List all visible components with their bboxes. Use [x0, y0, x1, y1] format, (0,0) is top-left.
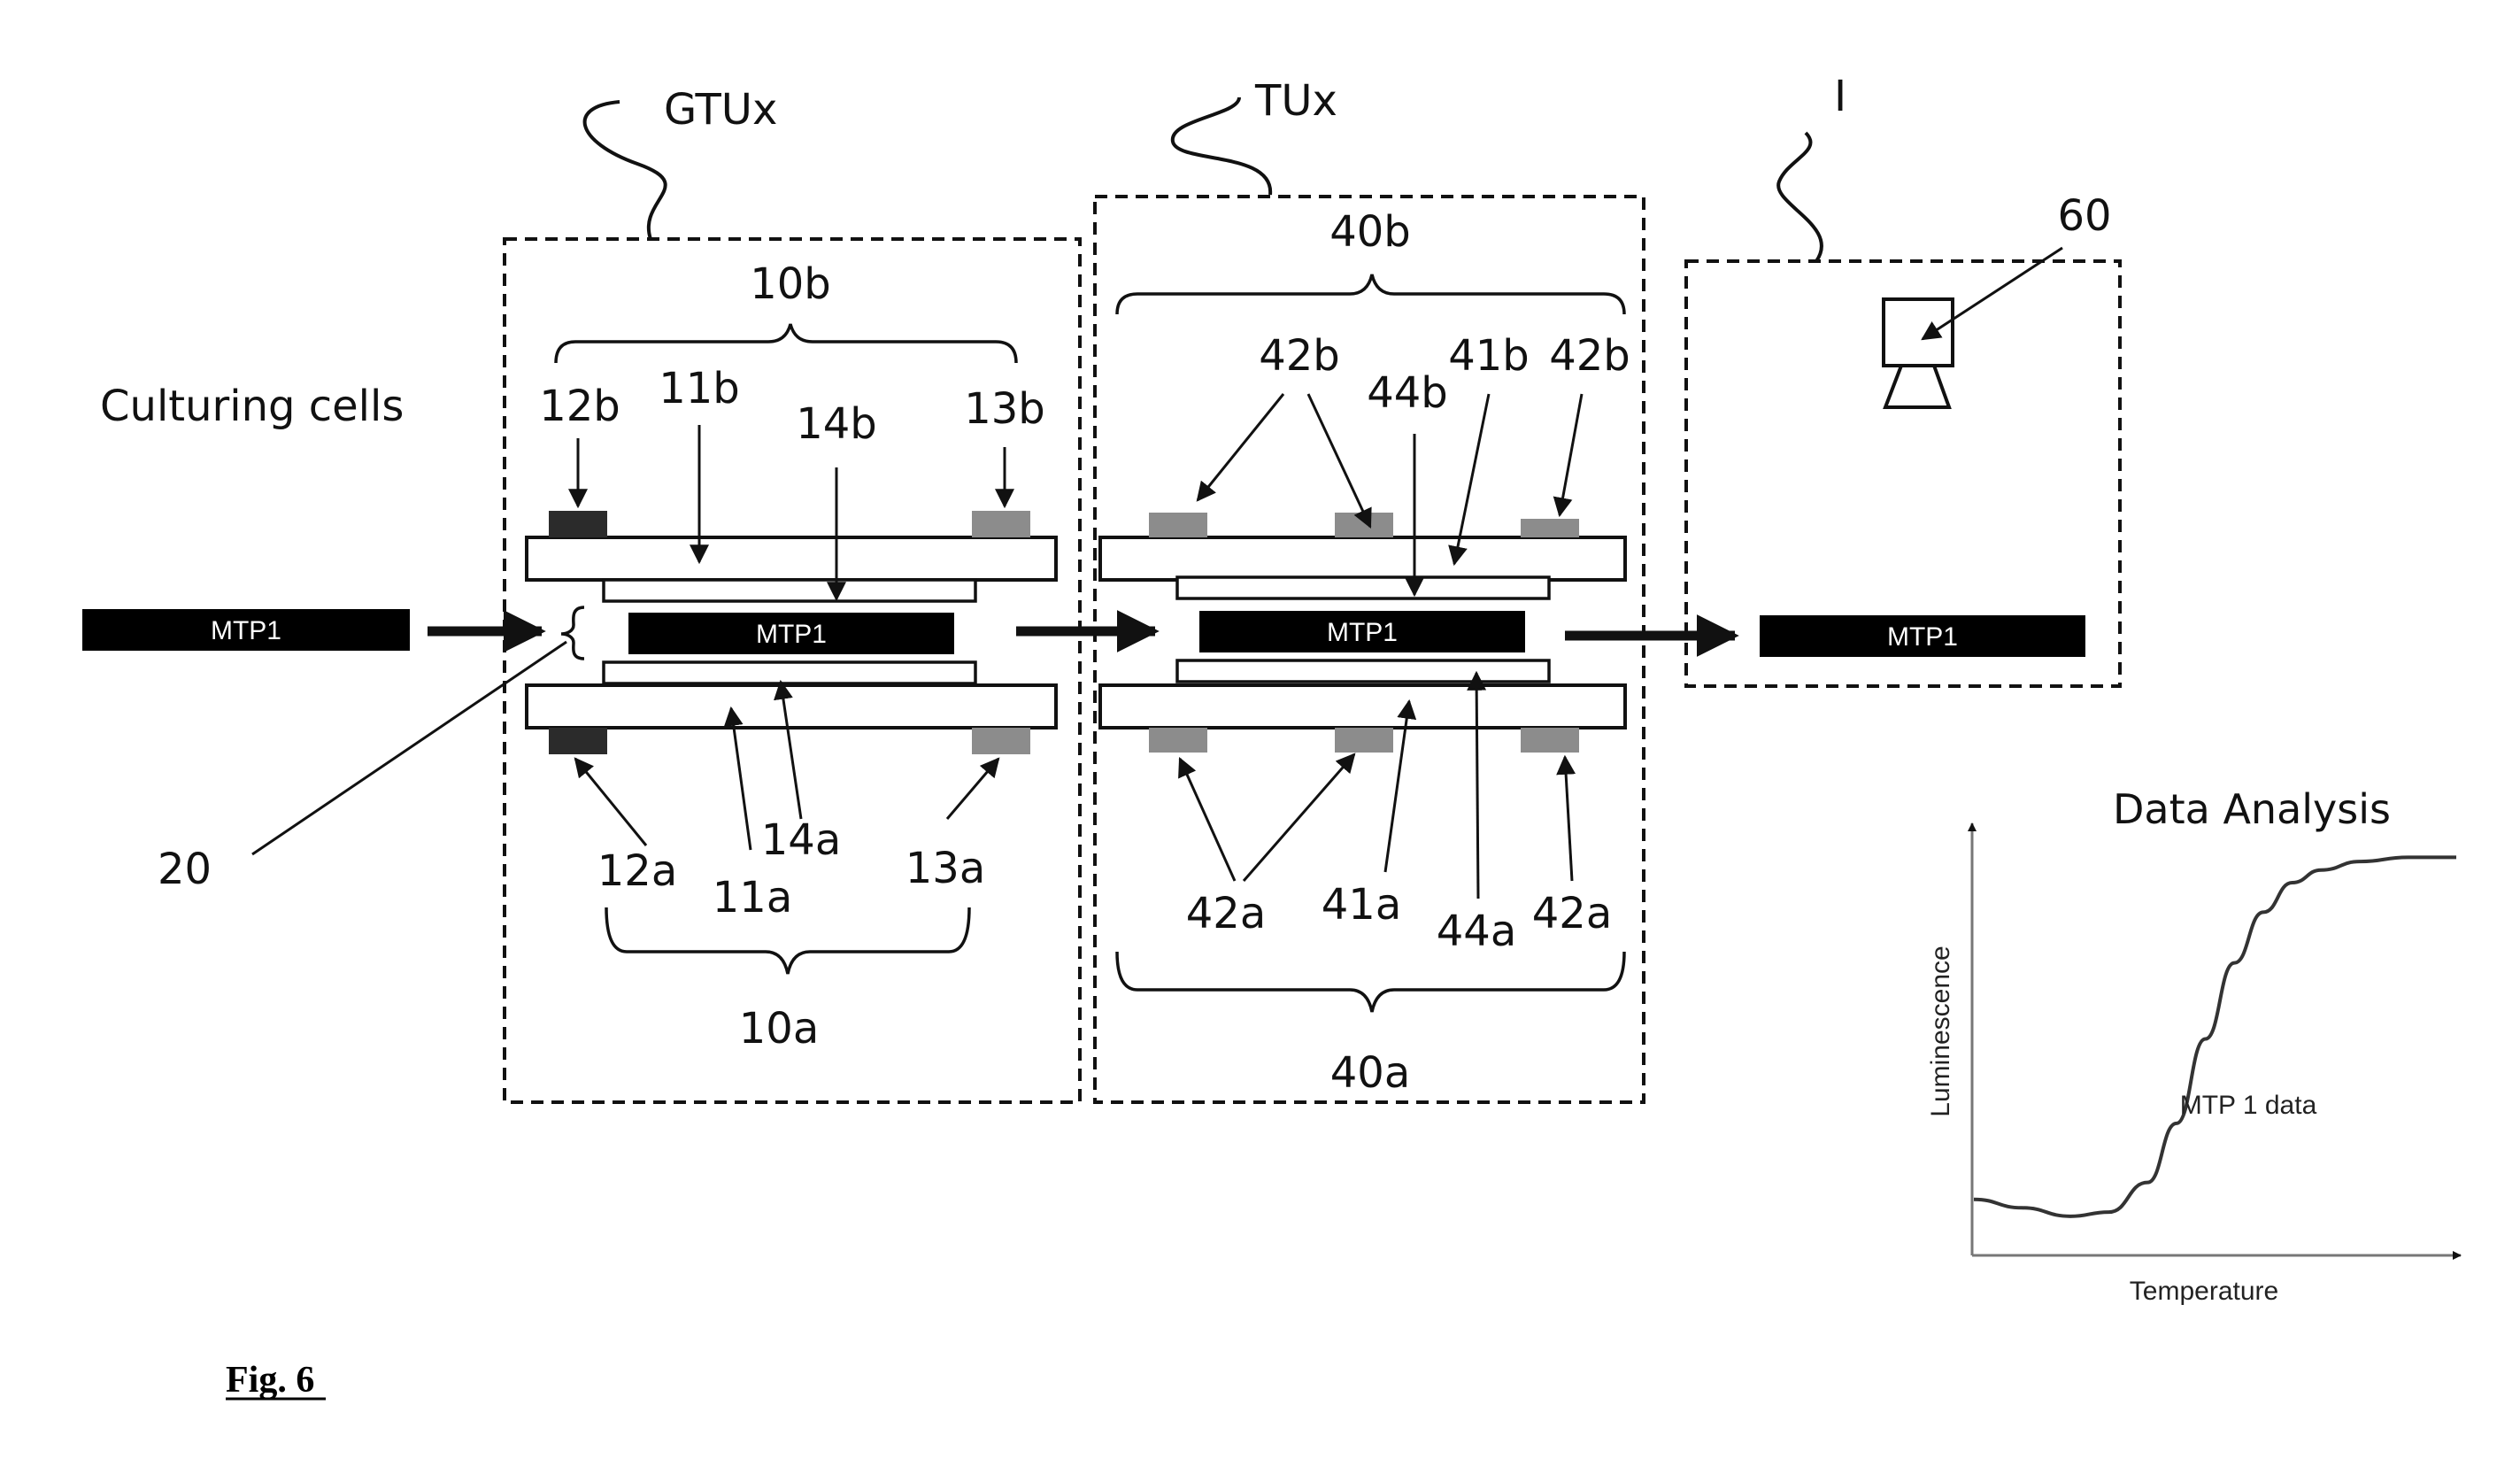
- tux-enclosure: [1093, 195, 1645, 1104]
- tux-squiggle: [1170, 96, 1273, 196]
- bottom-insert-14a: [602, 660, 977, 685]
- brace-40a: [1115, 951, 1626, 1013]
- sensor-42a-left: [1149, 728, 1207, 753]
- label-11b: 11b: [659, 364, 740, 413]
- leader-13a: [945, 757, 1000, 820]
- sensor-42b-left: [1149, 513, 1207, 537]
- label-14b: 14b: [796, 399, 877, 449]
- label-40b: 40b: [1329, 207, 1411, 257]
- label-11a: 11a: [713, 873, 793, 922]
- label-12a: 12a: [597, 846, 678, 896]
- chart-xlabel: Temperature: [2130, 1277, 2278, 1306]
- label-40a: 40a: [1330, 1048, 1411, 1098]
- label-14a: 14a: [761, 815, 842, 865]
- gtux-label: GTUx: [664, 85, 777, 135]
- leader-41a: [1383, 699, 1417, 873]
- brace-10b: [554, 323, 1018, 364]
- label-13a: 13a: [906, 844, 986, 893]
- figure-caption: Fig. 6: [226, 1360, 314, 1401]
- top-insert-44b: [1175, 575, 1551, 600]
- sensor-42b-right: [1521, 519, 1579, 537]
- input-plate-label: MTP1: [211, 616, 281, 645]
- label-10a: 10a: [739, 1004, 820, 1054]
- label-41b: 41b: [1448, 331, 1530, 381]
- imager-squiggle: [1776, 131, 1823, 263]
- camera-stand: [1883, 364, 1952, 409]
- leader-11a: [723, 706, 752, 851]
- bottom-plate-11a: [525, 683, 1058, 730]
- label-42a-right: 42a: [1532, 889, 1613, 938]
- leader-42a-right: [1556, 754, 1576, 882]
- leader-20: [251, 640, 567, 856]
- label-44b: 44b: [1367, 368, 1448, 418]
- chart-series-label: MTP 1 data: [2180, 1091, 2317, 1120]
- culturing-cells-label: Culturing cells: [100, 382, 404, 431]
- leader-12a: [574, 757, 648, 846]
- brace-40b: [1115, 274, 1626, 315]
- label-13b: 13b: [964, 384, 1045, 434]
- imager-plate-label: MTP1: [1887, 622, 1958, 652]
- brace-10a: [605, 907, 971, 975]
- gtux-plate: [628, 613, 954, 654]
- gap-brace-20: [560, 606, 585, 660]
- gtux-squiggle: [582, 100, 667, 240]
- leader-44a: [1467, 670, 1487, 899]
- chart-title: Data Analysis: [2113, 785, 2391, 833]
- top-plate-11b: [525, 536, 1058, 582]
- bottom-plate-41a: [1098, 683, 1627, 730]
- gtux-enclosure: [503, 237, 1082, 1104]
- imager-label: I: [1834, 72, 1846, 121]
- leader-42a-left: [1178, 756, 1237, 882]
- sensor-42a-right: [1521, 728, 1579, 753]
- label-42b-right: 42b: [1549, 331, 1630, 381]
- label-41a: 41a: [1322, 880, 1402, 930]
- chart-series-line: [1973, 855, 2456, 1218]
- label-10b: 10b: [750, 259, 831, 309]
- tux-plate: [1199, 611, 1525, 652]
- camera-body: [1882, 297, 1954, 367]
- sensor-13b: [972, 511, 1030, 537]
- tux-label: TUx: [1254, 76, 1337, 126]
- sensor-13a: [972, 728, 1030, 754]
- top-insert-14b: [602, 578, 977, 603]
- chart-ylabel: Luminescence: [1926, 946, 1955, 1116]
- leader-42b-mid: [1306, 393, 1372, 529]
- top-plate-41b: [1098, 536, 1627, 582]
- leader-42a-mid: [1242, 753, 1356, 882]
- sensor-12a: [549, 728, 607, 754]
- label-42a-left: 42a: [1186, 889, 1267, 938]
- leader-60: [1921, 246, 2063, 341]
- gtux-plate-label: MTP1: [756, 620, 827, 649]
- input-plate: [82, 609, 410, 651]
- label-42b-top: 42b: [1259, 331, 1340, 381]
- bottom-insert-44a: [1175, 659, 1551, 683]
- sensor-12b: [549, 511, 607, 537]
- leader-14a: [774, 679, 803, 820]
- leader-42b-right: [1553, 393, 1584, 518]
- label-60: 60: [2057, 191, 2111, 241]
- label-44a: 44a: [1437, 907, 1517, 956]
- leader-42b-left: [1196, 393, 1285, 502]
- leader-41b: [1448, 393, 1491, 567]
- tux-plate-label: MTP1: [1327, 618, 1398, 647]
- imager-plate: [1760, 615, 2085, 657]
- label-12b: 12b: [539, 382, 620, 431]
- label-20: 20: [158, 845, 212, 894]
- sensor-42a-mid: [1335, 728, 1393, 753]
